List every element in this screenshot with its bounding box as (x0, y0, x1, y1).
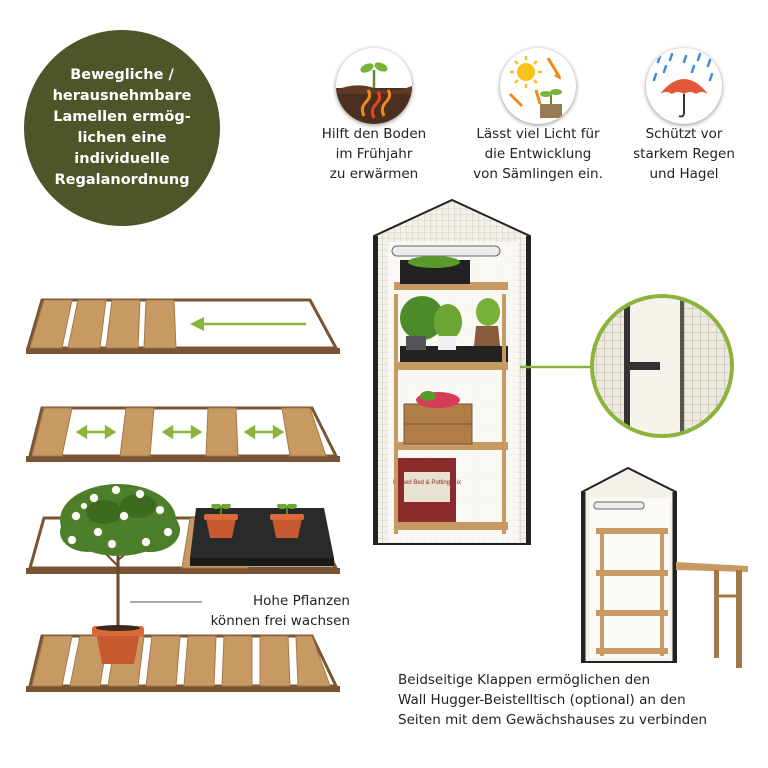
rain-umbrella-icon (646, 48, 722, 124)
shelf-diagram-with-tray (26, 504, 340, 574)
info-badge: Bewegliche / herausnehmbare Lamellen erm… (24, 30, 220, 226)
feature-text-light: Lässt viel Licht für die Entwicklung von… (473, 126, 603, 182)
shelf-1 (394, 256, 508, 290)
potted-tree-illustration (60, 484, 180, 664)
shelf-4: Raised Bed & Potting Mix (393, 458, 508, 530)
shelf-diagram-slats-left (26, 298, 340, 354)
shelf-3 (394, 391, 508, 450)
caption-leader-line (130, 601, 202, 603)
potting-mix-label: Raised Bed & Potting Mix (393, 480, 461, 486)
zipper-detail-zoom (590, 294, 734, 438)
greenhouse-with-side-table (581, 466, 748, 668)
zoom-leader-line (520, 365, 596, 369)
seedling-pot-1 (204, 504, 238, 538)
shelf-2 (394, 296, 508, 370)
tall-plants-caption: Hohe Pflanzen können frei wachsen (210, 593, 350, 629)
slat-group (29, 299, 177, 349)
shelf-diagram-slats-spread (26, 406, 340, 462)
seedling-pot-2 (270, 504, 304, 538)
badge-text: Bewegliche / herausnehmbare Lamellen erm… (52, 67, 192, 188)
soil-warming-icon (336, 48, 412, 124)
side-flaps-caption: Beidseitige Klappen ermöglichen den Wall… (398, 672, 708, 728)
sun-light-icon (500, 48, 576, 124)
feature-text-rain: Schützt vor starkem Regen und Hagel (633, 126, 735, 182)
feature-text-soil: Hilft den Boden im Frühjahr zu erwärmen (321, 126, 427, 182)
mini-greenhouse-illustration: Raised Bed & Potting Mix (373, 198, 531, 545)
